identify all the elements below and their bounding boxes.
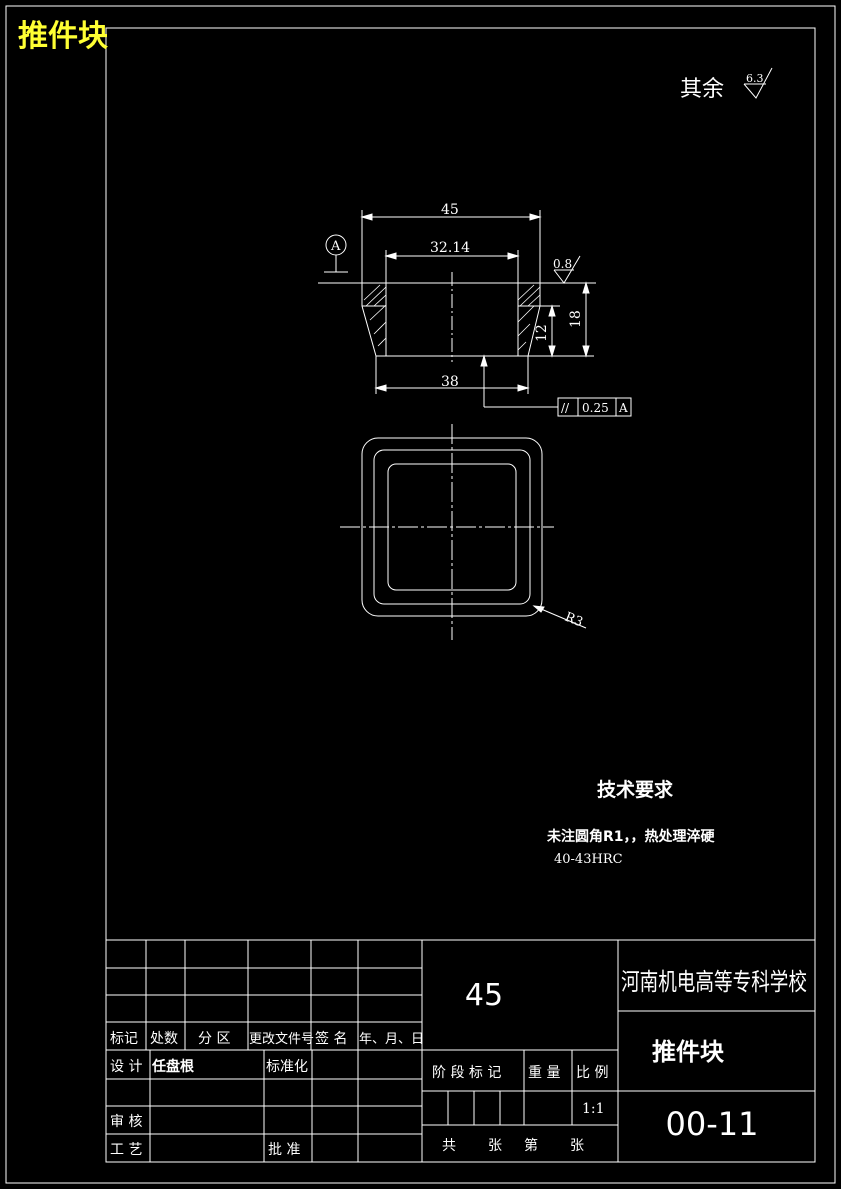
tb-label-weight: 重 量 <box>528 1065 560 1081</box>
title-block-grid <box>105 939 816 1163</box>
corner-title: 推件块 <box>18 19 108 54</box>
tech-req-title: 技术要求 <box>597 778 674 801</box>
tb-label-date: 年、月、日 <box>359 1032 424 1047</box>
parallelism-tolerance: 0.25 <box>582 401 609 415</box>
tb-label-change-doc: 更改文件号 <box>249 1032 314 1047</box>
tb-designer: 任盘根 <box>151 1058 195 1075</box>
tb-label-count: 处数 <box>150 1031 178 1047</box>
tb-label-zone: 分 区 <box>198 1031 230 1047</box>
radius-leader <box>532 605 587 629</box>
tb-scale: 1:1 <box>582 1101 605 1117</box>
tb-part-name: 推件块 <box>652 1038 724 1066</box>
tb-label-ratio: 比 例 <box>576 1065 608 1081</box>
roughness-0-8-text: 0.8 <box>553 257 572 271</box>
tech-req-line2: 40-43HRC <box>554 852 623 867</box>
tb-label-sheets2: 张 <box>570 1138 584 1154</box>
dim-inner-width-text: 32.14 <box>430 240 470 256</box>
section-hatching <box>363 284 541 351</box>
roughness-note: 其余 6.3 <box>680 67 773 102</box>
tb-label-design: 设 计 <box>110 1059 142 1075</box>
dim-top-width-text: 45 <box>441 202 459 218</box>
parallelism-leader <box>480 354 558 408</box>
roughness-prefix: 其余 <box>680 77 724 102</box>
tb-school: 河南机电高等专科学校 <box>621 968 807 996</box>
tb-label-approve: 批 准 <box>268 1142 300 1158</box>
radius-label: R3 <box>563 610 585 631</box>
dim-inner-height-text: 12 <box>534 324 550 342</box>
dim-top-width <box>360 210 542 283</box>
tb-label-standardization: 标准化 <box>266 1059 308 1075</box>
dim-total-height <box>528 281 594 358</box>
parallelism-frame <box>557 397 632 417</box>
tech-req-line1: 未注圆角R1，，热处理淬硬 <box>547 828 716 845</box>
tb-drawing-number: 00-11 <box>666 1105 759 1143</box>
outer-frame <box>5 5 836 1184</box>
tb-label-stage-mark: 阶 段 标 记 <box>432 1065 501 1081</box>
tb-label-mark: 标记 <box>110 1031 138 1047</box>
tb-label-total: 共 <box>442 1138 456 1154</box>
roughness-value: 6.3 <box>746 72 764 85</box>
roughness-symbol-0-8-icon <box>553 255 581 284</box>
parallelism-symbol: // <box>561 401 570 415</box>
dim-total-height-text: 18 <box>568 310 584 328</box>
tb-label-signature: 签 名 <box>315 1030 347 1047</box>
tb-label-sheets: 张 <box>488 1138 502 1154</box>
tb-label-process: 工 艺 <box>110 1142 142 1158</box>
tb-label-sheet-no: 第 <box>524 1137 538 1154</box>
datum-symbol-icon <box>324 234 348 273</box>
tb-label-review: 审 核 <box>110 1114 142 1130</box>
tb-material: 45 <box>465 978 503 1013</box>
roughness-symbol-icon <box>743 67 773 99</box>
top-view <box>340 424 554 640</box>
dim-bottom-width <box>374 356 530 394</box>
dim-inner-width <box>384 250 520 283</box>
datum-label: A <box>330 239 341 254</box>
parallelism-datum: A <box>618 401 628 415</box>
dim-bottom-width-text: 38 <box>441 374 459 390</box>
